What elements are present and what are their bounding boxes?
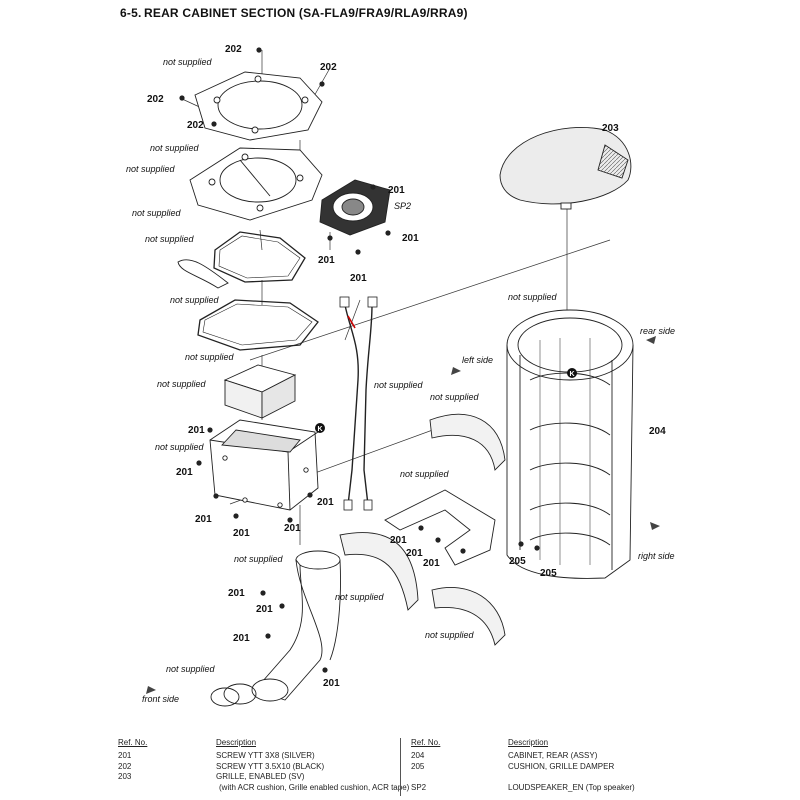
column-divider [400,738,401,796]
note-not-supplied: not supplied [132,208,182,218]
callout-201: 201 [406,548,423,559]
k-marker-label: K [569,371,574,378]
note-not-supplied: not supplied [145,234,195,244]
callout-205: 205 [509,556,526,567]
side-cushions [339,413,506,646]
ref-no-header: Ref. No. [411,738,441,747]
callout-201: 201 [284,523,301,534]
callout-201: 201 [402,233,419,244]
top-gasket-plate [194,71,323,141]
callout-201: 201 [233,633,250,644]
callout-202: 202 [147,94,164,105]
section-number: 6-5. [120,6,142,20]
k-marker-2: K [567,368,577,378]
section-title: REAR CABINET SECTION (SA-FLA9/FRA9/RLA9/… [144,6,468,20]
callout-201: 201 [228,588,245,599]
part-description: CUSHION, GRILLE DAMPER [508,761,615,771]
callout-205: 205 [540,568,557,579]
k-marker-1: K [315,423,325,433]
part-description: (with ACR cushion, Grille enabled cushio… [219,782,410,792]
parts-list: Ref. No. 201 202 203 Description SCREW Y… [118,738,638,796]
callout-201: 201 [176,467,193,478]
exploded-view-diagram: K K 202 202 202 202 203 201 SP2 201 201 … [126,44,675,707]
speaker-mount-plate [189,147,323,221]
screw-markers [179,47,540,673]
callout-201: 201 [256,604,273,615]
part-description: CABINET, REAR (ASSY) [508,751,598,760]
k-marker-label: K [317,426,322,433]
port-duct [210,550,341,707]
callout-201: 201 [423,558,440,569]
wire-harness [339,296,378,511]
parts-desc-column-left: Description SCREW YTT 3X8 (SILVER) SCREW… [216,738,409,793]
callout-202: 202 [187,120,204,131]
rear-cabinet-drawing [506,309,634,579]
label-front-side: front side [142,694,179,704]
note-not-supplied: not supplied [374,380,424,390]
callout-204: 204 [649,426,666,437]
part-description [508,772,635,783]
label-left-side: left side [462,355,493,365]
part-description: SCREW YTT 3.5X10 (BLACK) [216,761,325,771]
part-ref: 201 [118,751,132,760]
part-ref [118,783,147,794]
part-ref: 205 [411,761,425,771]
note-not-supplied: not supplied [163,57,213,67]
callout-201: 201 [388,185,405,196]
note-not-supplied: not supplied [400,469,450,479]
gasket-rings [177,231,319,351]
note-not-supplied: not supplied [430,392,480,402]
callout-201: 201 [317,497,334,508]
bracket-drawing [384,489,496,566]
description-header: Description [216,738,257,747]
part-ref [411,772,440,783]
note-not-supplied: not supplied [150,143,200,153]
note-not-supplied: not supplied [185,352,235,362]
callout-sp2: SP2 [394,201,411,211]
label-right-side: right side [638,551,675,561]
note-not-supplied: not supplied [126,164,176,174]
note-not-supplied: not supplied [157,379,207,389]
callout-201: 201 [318,255,335,266]
callout-201: 201 [195,514,212,525]
part-ref: SP2 [411,782,427,792]
loudspeaker-sp2-drawing [319,179,391,236]
ref-no-header: Ref. No. [118,738,148,747]
note-not-supplied: not supplied [170,295,220,305]
page-title: 6-5.REAR CABINET SECTION (SA-FLA9/FRA9/R… [120,6,468,20]
callout-202: 202 [320,62,337,73]
description-header: Description [508,738,549,747]
callout-201: 201 [188,425,205,436]
callout-201: 201 [350,273,367,284]
speaker-box [209,419,319,511]
callout-201: 201 [233,528,250,539]
part-description: SCREW YTT 3X8 (SILVER) [216,751,315,760]
direction-arrows [146,336,660,694]
part-ref: 203 [118,772,132,781]
part-description: GRILLE, ENABLED (SV) [216,772,305,781]
note-not-supplied: not supplied [508,292,558,302]
callout-201: 201 [323,678,340,689]
note-not-supplied: not supplied [425,630,475,640]
part-description: LOUDSPEAKER_EN (Top speaker) [508,782,635,792]
parts-desc-column-right: Description CABINET, REAR (ASSY) CUSHION… [508,738,635,793]
note-not-supplied: not supplied [166,664,216,674]
note-not-supplied: not supplied [155,442,205,452]
part-ref: 202 [118,761,132,771]
grille-drawing [499,126,632,210]
note-not-supplied: not supplied [335,592,385,602]
parts-ref-column-left: Ref. No. 201 202 203 [118,738,147,793]
part-ref: 204 [411,751,425,760]
callout-201: 201 [390,535,407,546]
foam-block [223,364,297,419]
parts-ref-column-right: Ref. No. 204 205 SP2 [411,738,440,793]
callout-203: 203 [602,123,619,134]
callout-202: 202 [225,44,242,55]
label-rear-side: rear side [640,326,675,336]
note-not-supplied: not supplied [234,554,284,564]
